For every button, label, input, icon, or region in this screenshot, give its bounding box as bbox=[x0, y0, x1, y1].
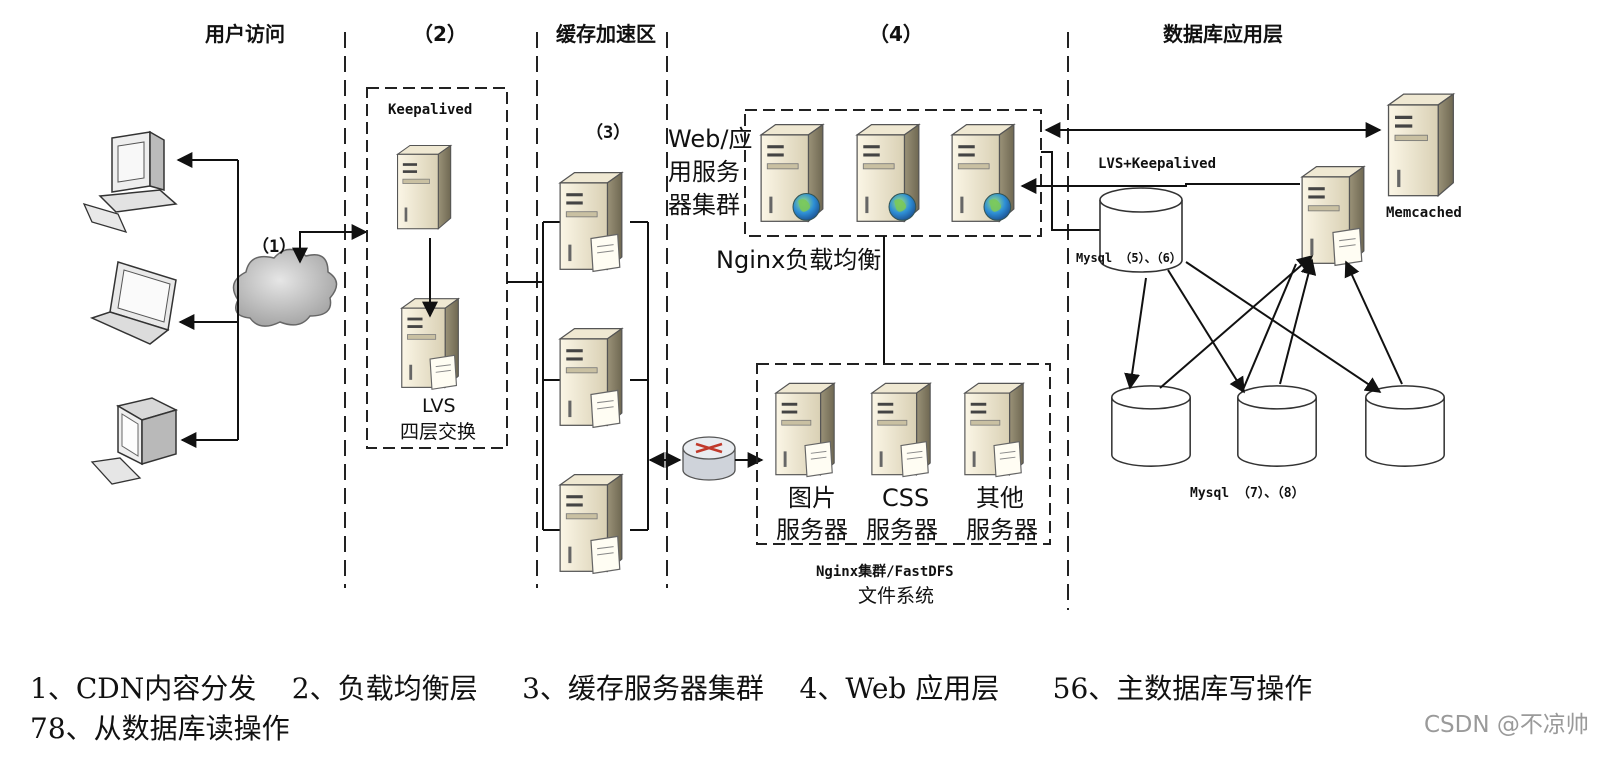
arrow-lvsk-web bbox=[1020, 178, 1300, 194]
zone-title-num4: （4） bbox=[869, 22, 923, 46]
label-css-server-1: CSS bbox=[882, 484, 929, 512]
watermark: CSDN @不凉帅 bbox=[1424, 712, 1589, 738]
server-icon bbox=[1302, 167, 1364, 266]
label-memcached: Memcached bbox=[1386, 205, 1462, 221]
zone-title-user-access: 用户访问 bbox=[205, 22, 285, 46]
router-icon bbox=[682, 436, 736, 481]
zone-title-db: 数据库应用层 bbox=[1163, 22, 1283, 46]
label-num3: （3） bbox=[586, 122, 630, 143]
arrow-master-slave1 bbox=[1124, 277, 1147, 390]
label-lvs-keepalived: LVS+Keepalived bbox=[1098, 156, 1216, 172]
server-icon bbox=[396, 144, 452, 230]
web-server-icon bbox=[857, 125, 919, 222]
cloud-icon bbox=[232, 248, 338, 327]
line-web-mysql bbox=[1041, 151, 1102, 231]
label-fastdfs: Nginx集群/FastDFS bbox=[816, 563, 954, 580]
label-css-server-2: 服务器 bbox=[866, 516, 938, 544]
server-icon bbox=[560, 475, 622, 574]
label-web-cluster-3: 器集群 bbox=[668, 191, 740, 219]
crt-computer-icon bbox=[90, 397, 179, 485]
label-web-cluster-2: 用服务 bbox=[668, 158, 740, 186]
server-icon bbox=[776, 383, 834, 476]
line-lvsk-cross bbox=[1241, 263, 1297, 393]
zone-title-cache: 缓存加速区 bbox=[556, 22, 656, 46]
server-icon bbox=[1387, 93, 1454, 197]
label-lvs: LVS bbox=[422, 395, 456, 417]
label-image-server-1: 图片 bbox=[788, 484, 836, 512]
label-mysql-56: Mysql （5）、（6） bbox=[1076, 250, 1182, 265]
label-lvs-sub: 四层交换 bbox=[400, 421, 476, 443]
arrow-cloud-lb bbox=[292, 224, 368, 264]
arrow-slave1-lvsk bbox=[1159, 254, 1314, 389]
web-server-icon bbox=[761, 125, 823, 222]
label-nginx-lb: Nginx负载均衡 bbox=[716, 246, 881, 274]
label-other-server-2: 服务器 bbox=[966, 516, 1038, 544]
label-web-cluster-1: Web/应 bbox=[668, 125, 752, 153]
label-mysql-78: Mysql （7）、（8） bbox=[1190, 485, 1305, 501]
server-icon bbox=[560, 329, 622, 428]
legend-line-1: 1、CDN内容分发 2、负载均衡层 3、缓存服务器集群 4、Web 应用层 56… bbox=[30, 672, 1312, 705]
database-cylinder-icon bbox=[1365, 385, 1445, 467]
server-icon bbox=[965, 383, 1023, 476]
server-icon bbox=[872, 383, 930, 476]
file-server-box bbox=[756, 363, 1051, 545]
label-other-server-1: 其他 bbox=[976, 484, 1024, 512]
web-server-icon bbox=[952, 125, 1014, 222]
arrow-slave2-lvsk bbox=[1279, 258, 1317, 385]
label-num1: （1） bbox=[252, 236, 296, 257]
label-fs: 文件系统 bbox=[858, 585, 934, 607]
desktop-computer-icon bbox=[82, 130, 178, 234]
server-icon bbox=[560, 173, 622, 272]
arrow-slave3-lvsk bbox=[1344, 260, 1403, 385]
label-keepalived: Keepalived bbox=[388, 102, 472, 118]
laptop-icon bbox=[89, 261, 177, 345]
database-cylinder-icon bbox=[1237, 385, 1317, 467]
database-cylinder-icon bbox=[1111, 385, 1191, 467]
web-cluster-box bbox=[744, 109, 1042, 237]
arrow-master-slave3 bbox=[1185, 261, 1382, 393]
label-image-server-2: 服务器 bbox=[776, 516, 848, 544]
legend-line-2: 78、从数据库读操作 bbox=[30, 712, 290, 745]
zone-title-num2: （2） bbox=[413, 22, 467, 46]
arrow-master-slave2 bbox=[1167, 269, 1245, 394]
keepalived-box bbox=[366, 87, 508, 449]
